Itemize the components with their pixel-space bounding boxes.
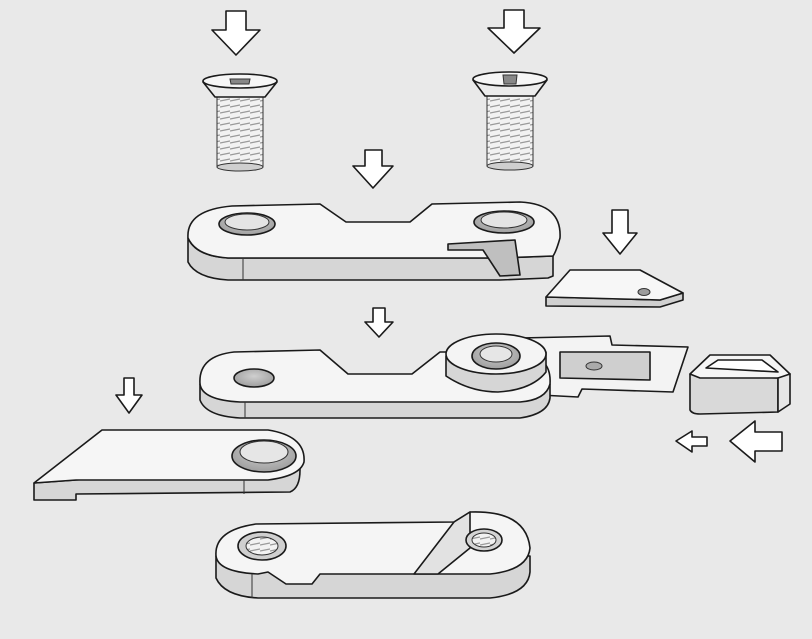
middle-lever-plate xyxy=(199,333,689,419)
arrow-down-small-tab xyxy=(602,209,638,255)
screw-right xyxy=(472,71,548,171)
arrow-left-slider-small xyxy=(675,430,708,453)
arrow-down-lower-arm xyxy=(115,377,143,414)
arrow-down-screw-left xyxy=(211,10,261,56)
top-plate xyxy=(187,201,561,281)
arrow-left-slider-large xyxy=(729,420,783,463)
arrow-down-middle-plate xyxy=(364,307,394,338)
arrow-down-screw-right xyxy=(487,9,541,54)
slider-block xyxy=(689,354,791,415)
screw-left xyxy=(202,73,278,172)
small-tab-plate xyxy=(545,269,684,308)
arrow-down-top-plate xyxy=(352,149,394,189)
bottom-plate xyxy=(215,511,531,599)
lower-arm-plate xyxy=(33,429,305,501)
